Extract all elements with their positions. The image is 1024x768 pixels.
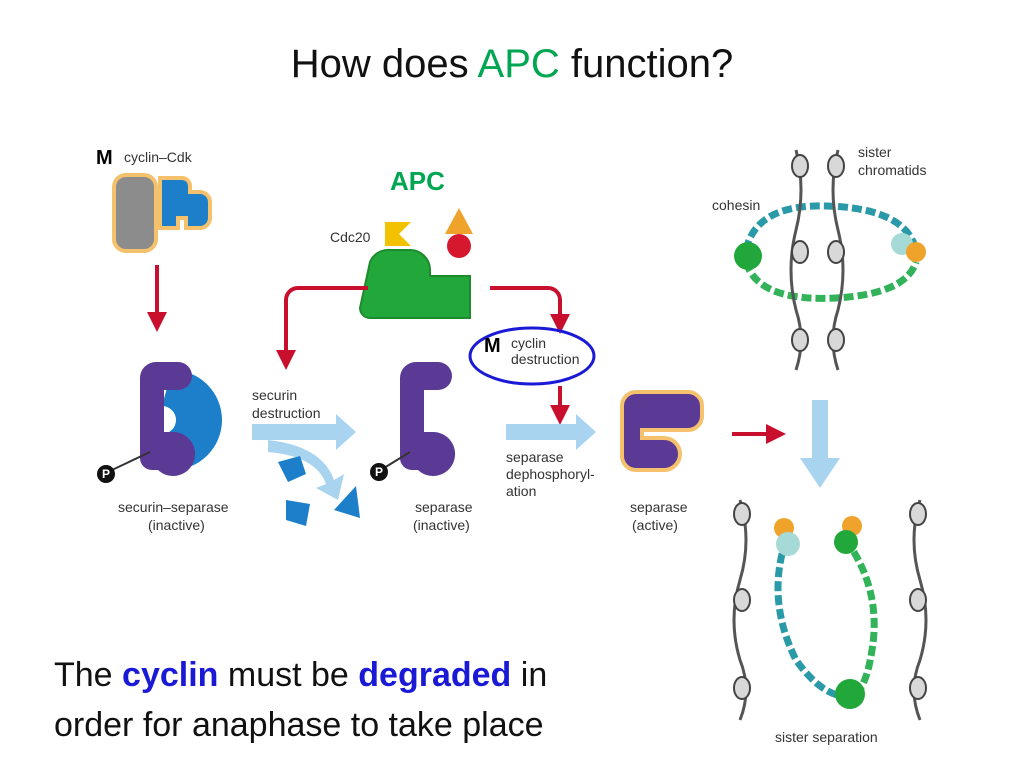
chromatid-pair-top — [789, 149, 845, 371]
separase-active — [620, 390, 704, 472]
sister-chromatids-line1: sister — [858, 144, 892, 160]
cyclin-destruction-circle — [468, 326, 596, 386]
securin-separase-line2: (inactive) — [148, 517, 205, 533]
separated-cohesin — [774, 516, 878, 709]
cyclin-destruction-line2: destruction — [511, 351, 579, 367]
caption-line-2: order for anaphase to take place — [54, 706, 544, 744]
securin-destruction-line1: securin — [252, 387, 297, 403]
separase-inactive-line1: separase — [415, 499, 473, 515]
separase-dephos-line1: separase — [506, 449, 564, 465]
title-prefix: How does — [290, 42, 478, 86]
arrow-cyclin-destruction — [490, 286, 570, 334]
arrow-to-separase-inactive — [252, 414, 356, 450]
caption-must-be: must be — [218, 656, 359, 694]
separase-inactive-line2: (inactive) — [413, 517, 470, 533]
caption-line-1: The cyclin must be degraded in — [54, 650, 694, 700]
arrow-securin-destruction — [276, 286, 368, 370]
apc-complex — [358, 208, 473, 319]
cyclin-cdk-label: cyclin–Cdk — [124, 149, 193, 165]
sister-chromatids-line2: chromatids — [858, 162, 926, 178]
cohesin-label: cohesin — [712, 197, 760, 213]
arrow-to-separase-active — [506, 414, 596, 450]
securin-destruction-line2: destruction — [252, 405, 320, 421]
sister-separation-label: sister separation — [775, 729, 878, 745]
caption-in: in — [511, 656, 548, 694]
cyclin-destruction-line1: cyclin — [511, 335, 546, 351]
securin-fragments — [278, 456, 360, 526]
slide-title: How does APC function? — [0, 42, 1024, 87]
separase-inactive: P — [370, 362, 456, 481]
separase-dephos-line2: dephosphoryl- — [506, 466, 595, 482]
phospho-label-1: P — [102, 467, 110, 481]
slide-caption: The cyclin must be degraded in order for… — [54, 650, 694, 750]
caption-the: The — [54, 656, 123, 694]
caption-cyclin: cyclin — [122, 656, 219, 694]
separase-active-line1: separase — [630, 499, 688, 515]
securin-separase-complex: P — [97, 362, 222, 483]
caption-degraded: degraded — [358, 656, 512, 694]
m-phase-label-2: M — [484, 335, 501, 357]
title-suffix: function? — [559, 42, 734, 86]
separase-dephos-line3: ation — [506, 483, 536, 499]
arrow-to-fragments — [268, 440, 344, 500]
chromatid-right — [909, 499, 928, 721]
cohesin-ring — [734, 202, 926, 302]
cyclin-cdk-complex — [112, 173, 212, 253]
securin-separase-line1: securin–separase — [118, 499, 229, 515]
phospho-label-2: P — [375, 465, 383, 479]
separase-active-line2: (active) — [632, 517, 678, 533]
m-phase-label-1: M — [96, 147, 113, 169]
apc-label: APC — [390, 166, 445, 196]
title-accent: APC — [477, 42, 560, 86]
cdc20-label: Cdc20 — [330, 229, 371, 245]
chromatid-left — [732, 499, 751, 721]
arrow-to-sister-separation — [800, 400, 840, 488]
